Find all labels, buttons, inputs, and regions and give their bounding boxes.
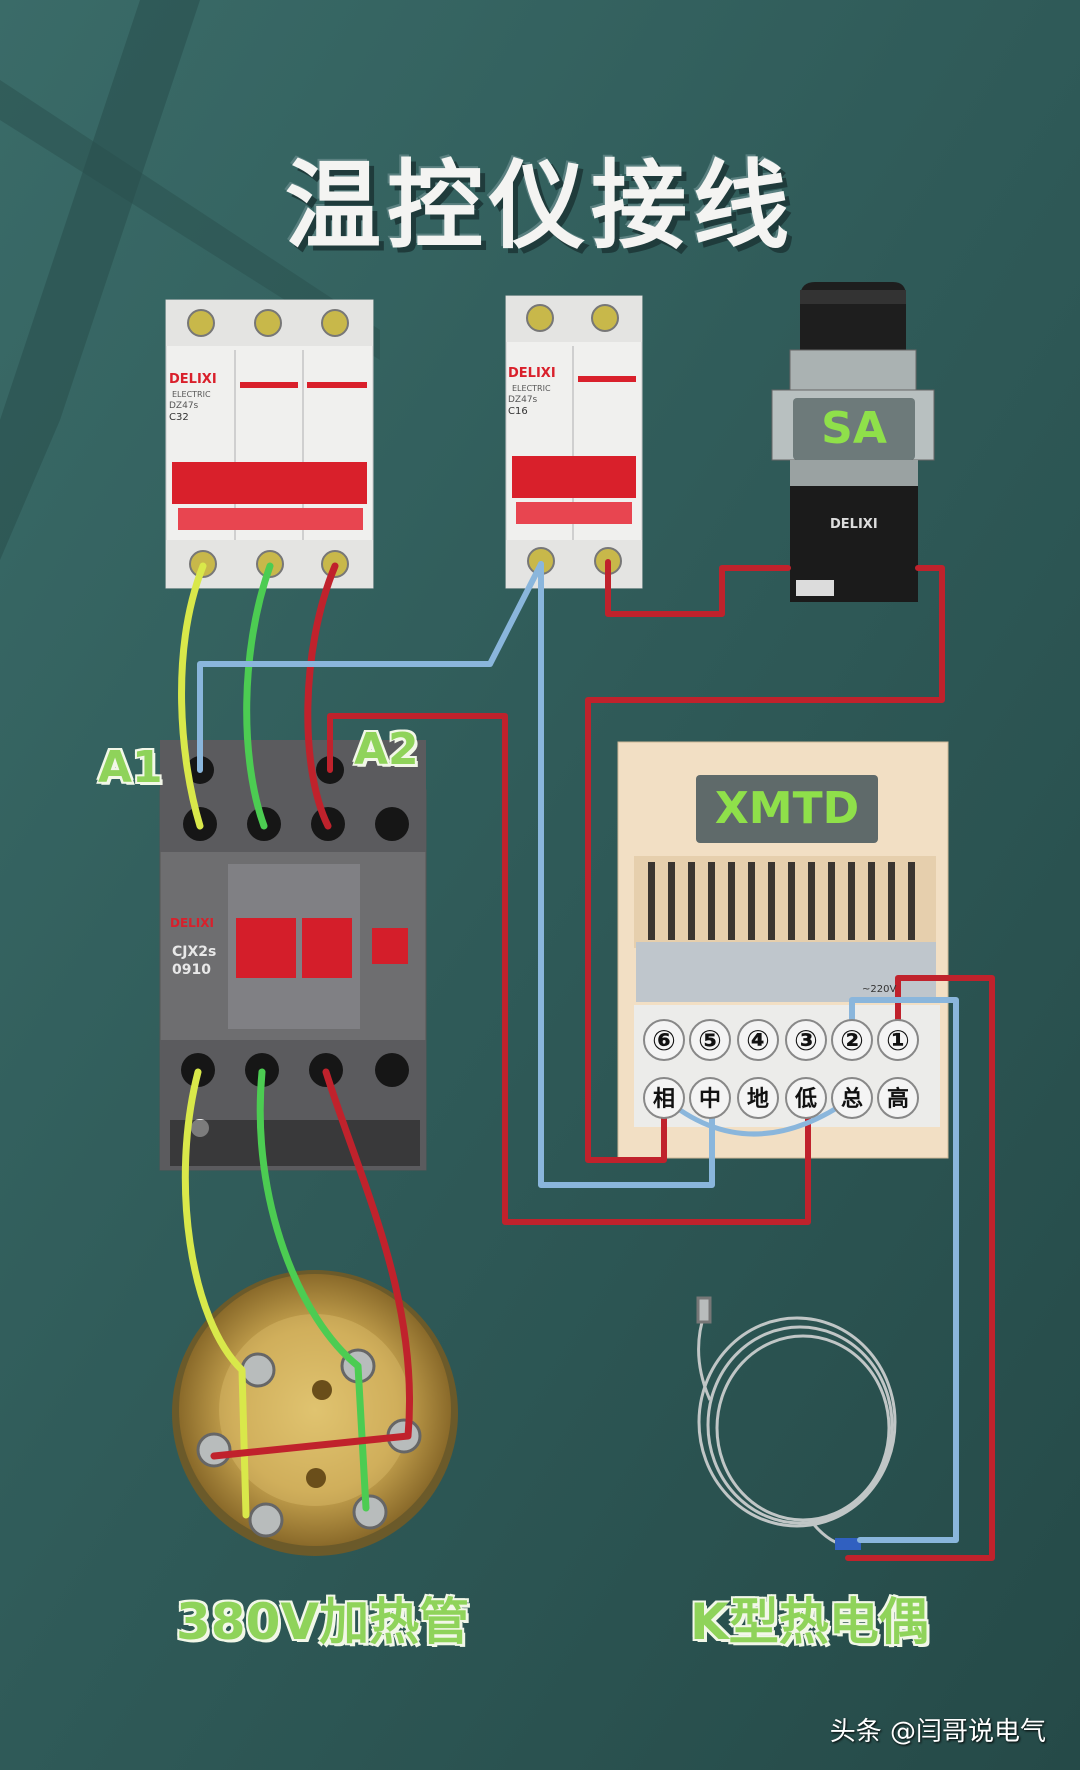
breaker-2p-rating: C16 (508, 406, 528, 417)
breaker-2p (505, 295, 643, 589)
terminal-label: 相 (653, 1087, 675, 1112)
wire-red (327, 713, 811, 1225)
page-title: 温控仪接线 (285, 150, 795, 262)
breaker-3p-brand: DELIXI (169, 372, 217, 387)
terminal-screw (831, 1019, 873, 1061)
terminal-label: 总 (841, 1086, 863, 1112)
terminal-label: ① (886, 1024, 910, 1057)
terminal-label: ⑥ (652, 1024, 676, 1057)
coil-a2-label: A2 (354, 724, 419, 775)
wire-blue (538, 561, 715, 1188)
terminal-label: 高 (887, 1086, 909, 1112)
terminal-screw (831, 1077, 873, 1119)
switch-label: SA (821, 403, 887, 454)
terminal-label: ③ (794, 1024, 818, 1057)
breaker-3p-model: DZ47s (169, 401, 199, 411)
terminal-screw (877, 1019, 919, 1061)
contactor (159, 740, 427, 1171)
breaker-2p-model: DZ47s (508, 395, 538, 405)
terminal-label: 中 (699, 1087, 721, 1112)
wire-bridge (661, 1095, 855, 1137)
contactor-code: 0910 (172, 962, 211, 978)
terminal-label: ⑤ (698, 1024, 722, 1057)
wire-red (605, 559, 791, 617)
terminal-label: 低 (794, 1087, 817, 1112)
background-streak (0, 80, 380, 360)
terminal-screw (643, 1077, 685, 1119)
wire-red (210, 1068, 414, 1460)
wire-red (585, 565, 945, 1163)
thermocouple-coil (696, 1296, 897, 1547)
breaker-2p-brand-sub: ELECTRIC (512, 384, 551, 393)
controller-voltage: ~220V (862, 984, 897, 995)
terminal-label: 地 (747, 1087, 769, 1112)
background-streak (0, 0, 200, 560)
terminal-screw (877, 1077, 919, 1119)
breaker-3p-brand-sub: ELECTRIC (172, 390, 211, 399)
wire-green (243, 562, 274, 830)
terminal-screw (785, 1019, 827, 1061)
terminal-screw (643, 1019, 685, 1061)
wire-yellow (181, 1068, 250, 1519)
wire-red (304, 562, 339, 830)
terminal-screw (737, 1019, 779, 1061)
switch-label-box: SA (793, 398, 915, 460)
heater-label: 380V加热管 (176, 1593, 470, 1651)
coil-a1-label: A1 (98, 742, 163, 793)
wires (178, 559, 995, 1561)
controller-label: XMTD (696, 775, 878, 843)
breaker-3p-rating: C32 (169, 412, 189, 423)
wire-yellow (178, 562, 207, 830)
terminal-screw (689, 1019, 731, 1061)
switch-brand: DELIXI (830, 517, 878, 532)
terminal-screw (737, 1077, 779, 1119)
wire-thermocouple-blue (849, 997, 959, 1543)
contactor-brand: DELIXI (170, 916, 214, 930)
breaker-3p (165, 299, 374, 589)
breaker-2p-brand: DELIXI (508, 366, 556, 381)
wire-blue (197, 561, 544, 773)
wire-green (256, 1068, 370, 1512)
terminal-label: ② (840, 1024, 864, 1057)
contactor-model: CJX2s (172, 944, 217, 960)
watermark: 头条 @闫哥说电气 (829, 1717, 1046, 1747)
thermocouple-label: K型热电偶 (690, 1593, 929, 1651)
terminal-screw (785, 1077, 827, 1119)
thermocouple-plug (835, 1538, 861, 1550)
terminal-screw (689, 1077, 731, 1119)
terminal-label: ④ (746, 1024, 770, 1057)
